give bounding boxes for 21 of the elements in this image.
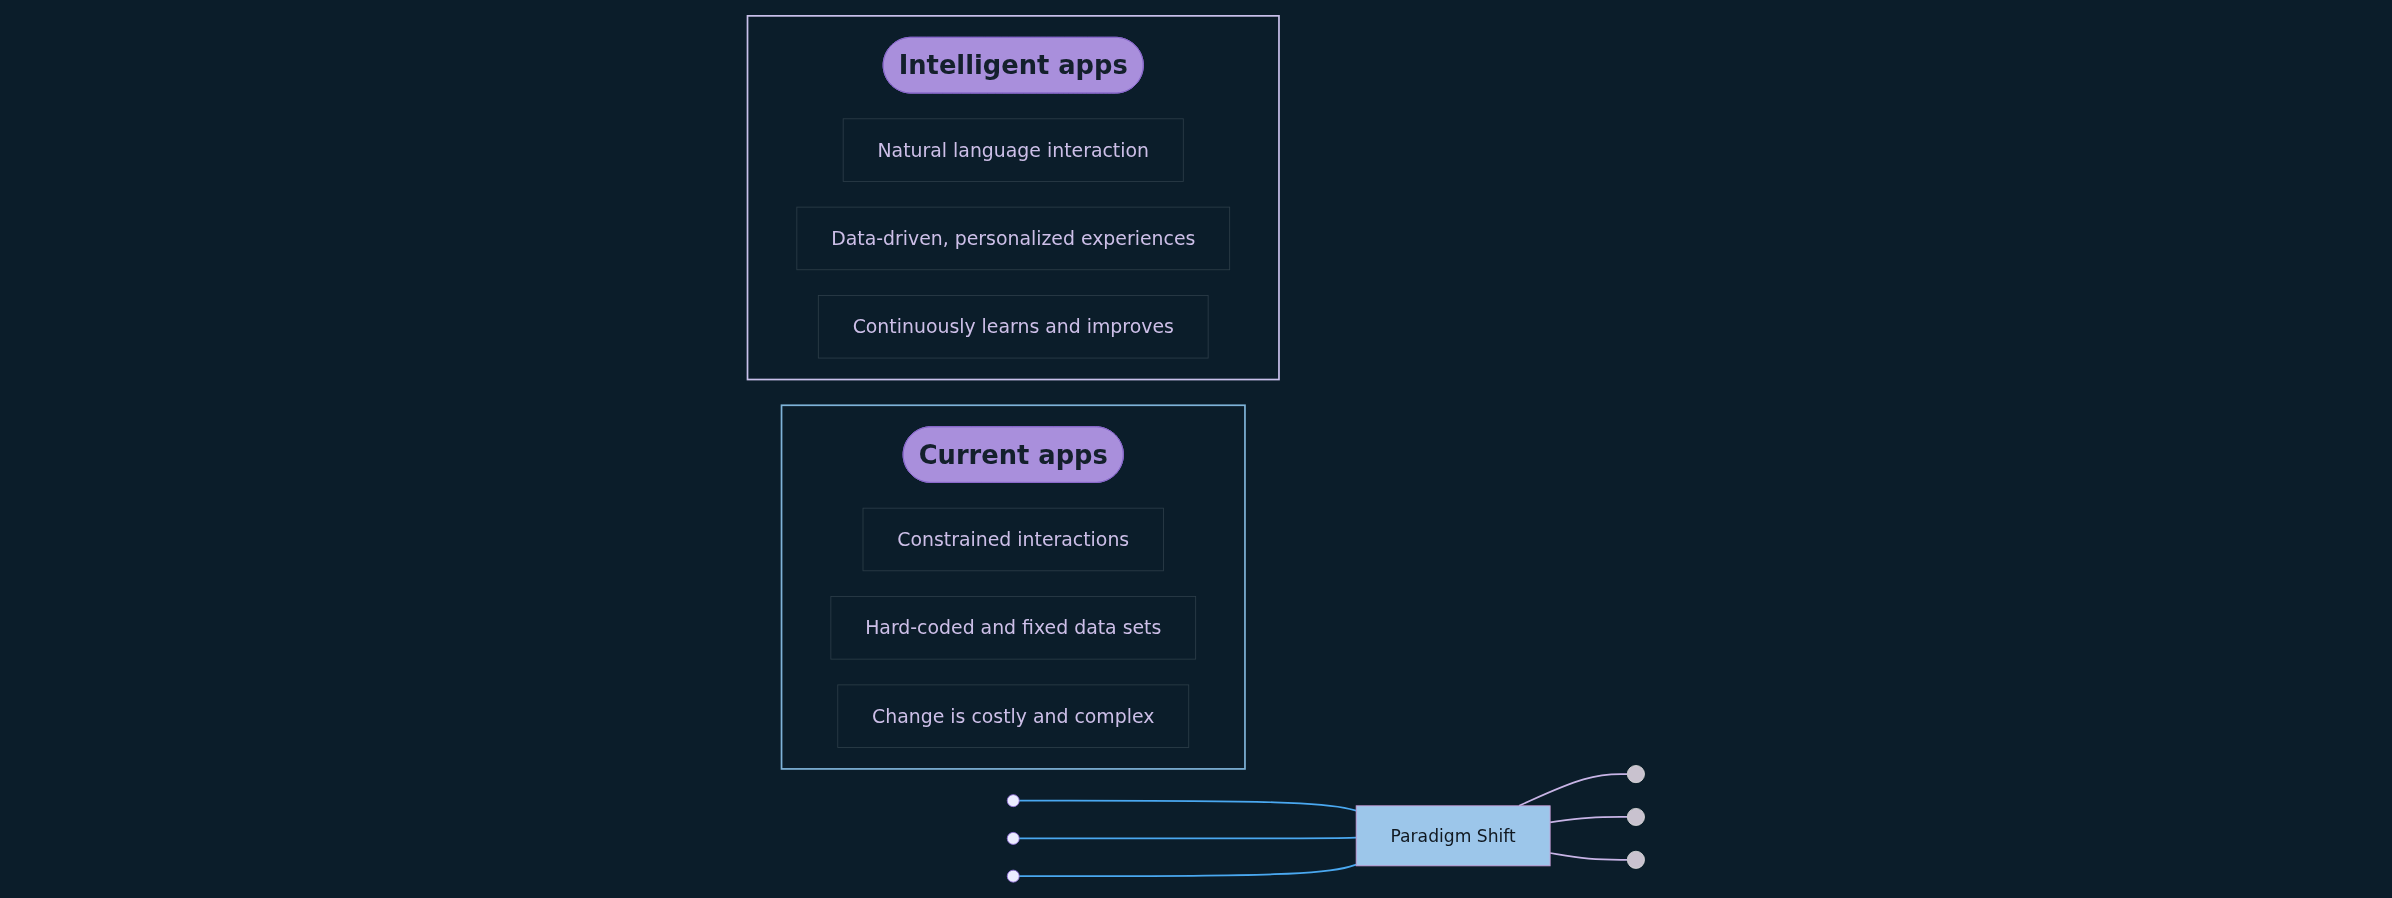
node-circle — [1626, 765, 1645, 784]
node-box: Constrained interactions — [862, 507, 1164, 572]
connector — [1018, 799, 1358, 812]
node-box: Continuously learns and improves — [817, 295, 1209, 359]
node-box: Change is costly and complex — [837, 684, 1190, 748]
node-circle — [1626, 850, 1645, 869]
connector — [1549, 816, 1629, 824]
node-box: Data-driven, personalized experiences — [796, 206, 1231, 271]
connector — [1549, 852, 1629, 861]
cluster — [780, 404, 1246, 770]
node-circle — [1006, 794, 1020, 808]
cluster — [746, 15, 1280, 381]
connector — [1018, 863, 1358, 877]
connector — [1518, 773, 1629, 807]
node-box: Hard-coded and fixed data sets — [830, 596, 1197, 660]
node-box: Natural language interaction — [842, 118, 1184, 182]
connector — [1018, 836, 1358, 840]
node-circle — [1626, 807, 1645, 826]
node-circle — [1006, 869, 1020, 883]
node-circle — [1006, 831, 1020, 845]
node-box: Paradigm Shift — [1355, 805, 1551, 867]
